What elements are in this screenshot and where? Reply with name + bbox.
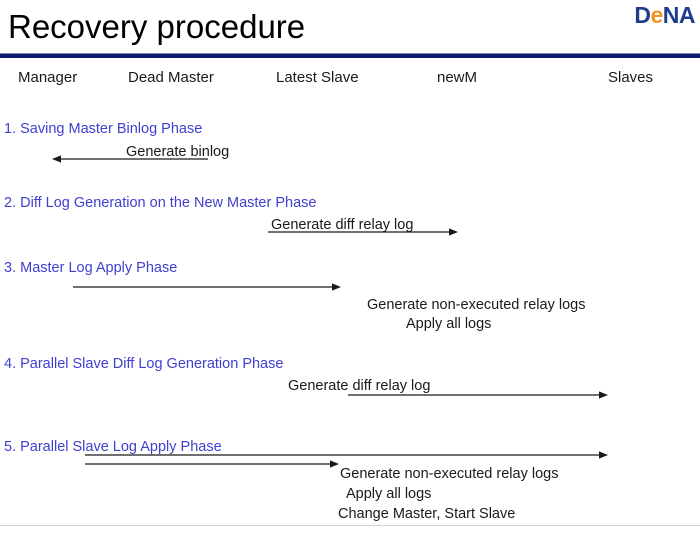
phase-4-arrow-right xyxy=(348,390,608,401)
phase-5-arrow-right-short xyxy=(85,459,339,470)
phase-3-label-apply-all-logs: Apply all logs xyxy=(406,316,492,332)
title-divider xyxy=(0,53,700,58)
phase-heading-3: 3. Master Log Apply Phase xyxy=(4,260,178,276)
logo-letter-e: e xyxy=(650,2,663,28)
logo-letter-d: D xyxy=(634,2,651,28)
phase-3-label-generate-non-executed-relay-logs: Generate non-executed relay logs xyxy=(367,297,586,313)
actor-header-manager: Manager xyxy=(18,69,78,86)
phase-5-label-apply-all-logs: Apply all logs xyxy=(346,486,432,502)
phase-2-label-generate-diff-relay-log: Generate diff relay log xyxy=(271,217,414,233)
page-title: Recovery procedure xyxy=(8,8,306,45)
actor-header-latest-slave: Latest Slave xyxy=(276,69,359,86)
phase-heading-2: 2. Diff Log Generation on the New Master… xyxy=(4,195,317,211)
phase-heading-1: 1. Saving Master Binlog Phase xyxy=(4,121,203,137)
footer-divider xyxy=(0,525,700,526)
dena-logo: DeNA xyxy=(634,2,695,28)
phase-heading-5: 5. Parallel Slave Log Apply Phase xyxy=(4,439,222,455)
phase-5-label-change-master-start-slave: Change Master, Start Slave xyxy=(338,506,516,522)
phase-heading-4: 4. Parallel Slave Diff Log Generation Ph… xyxy=(4,356,284,372)
phase-2-arrow-right xyxy=(268,227,458,238)
phase-5-label-generate-non-executed-relay-logs: Generate non-executed relay logs xyxy=(340,466,559,482)
phase-1-label-generate-binlog: Generate binlog xyxy=(126,144,230,160)
phase-1-arrow-left xyxy=(52,152,208,163)
phase-3-arrow-right xyxy=(73,282,341,293)
phase-5-arrow-right-long xyxy=(85,450,608,461)
actor-header-new-master: newM xyxy=(437,69,478,86)
actor-header-slaves: Slaves xyxy=(608,69,654,86)
actor-header-dead-master: Dead Master xyxy=(128,69,214,86)
phase-4-label-generate-diff-relay-log: Generate diff relay log xyxy=(288,378,431,394)
logo-letters-na: NA xyxy=(662,2,696,28)
